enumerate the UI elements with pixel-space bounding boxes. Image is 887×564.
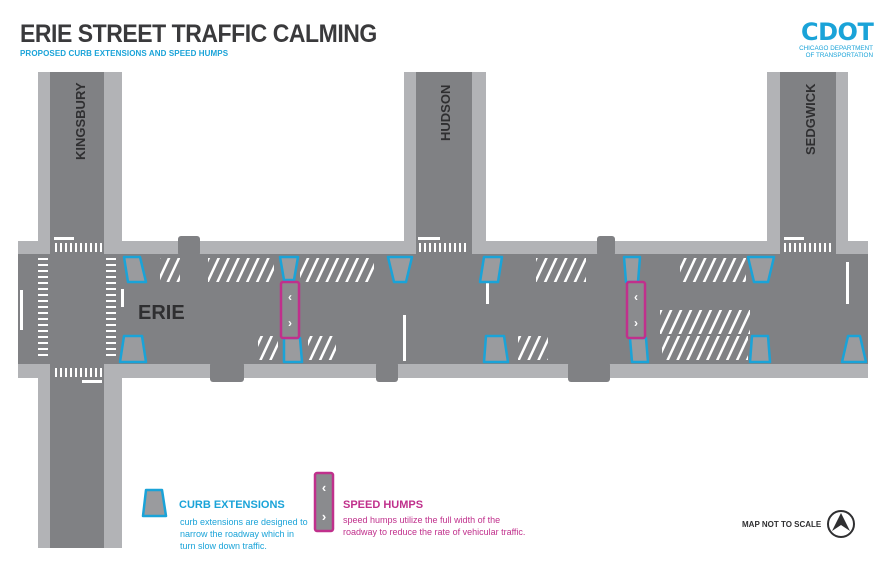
svg-text:›: ›: [288, 316, 292, 330]
logo-tagline: CHICAGO DEPARTMENT OF TRANSPORTATION: [799, 45, 873, 59]
curb-extension: [386, 255, 414, 284]
curb-extension: [628, 336, 650, 364]
page-subtitle: PROPOSED CURB EXTENSIONS AND SPEED HUMPS: [20, 49, 229, 58]
curb-extensions: [118, 255, 868, 364]
bumpout: [597, 236, 615, 256]
bumpout: [210, 362, 244, 382]
logo-tagline-line2: OF TRANSPORTATION: [805, 52, 873, 59]
legend-curb-text: curb extensions are designed to narrow t…: [180, 517, 308, 551]
logo-wordmark: CDOT: [801, 18, 874, 46]
curb-extension: [118, 334, 148, 364]
parking-hatch: [160, 258, 750, 360]
legend-curb-title: CURB EXTENSIONS: [179, 499, 285, 511]
speed-hump: [625, 280, 647, 340]
bumpout: [178, 236, 200, 256]
curb-extension: [748, 334, 772, 364]
road-hudson: [416, 72, 472, 262]
curb-extension: [482, 334, 510, 364]
street-label-hudson: HUDSON: [438, 85, 453, 141]
page-title: ERIE STREET TRAFFIC CALMING: [20, 20, 377, 48]
svg-text:‹: ‹: [288, 290, 292, 304]
bumpout: [376, 362, 398, 382]
curb-extension-icon: [141, 488, 168, 518]
street-label-erie: ERIE: [138, 302, 185, 324]
cdot-logo: CDOT CHICAGO DEPARTMENT OF TRANSPORTATIO…: [787, 18, 879, 64]
road-sedgwick: [780, 72, 836, 262]
svg-text:›: ›: [322, 509, 326, 524]
curb-extension: [478, 255, 504, 284]
speed-hump-icon: ‹ ›: [313, 471, 335, 533]
curb-extension: [746, 255, 776, 284]
svg-text:‹: ‹: [634, 290, 638, 304]
curb-extension: [282, 336, 304, 364]
svg-text:›: ›: [634, 316, 638, 330]
bumpout: [568, 362, 610, 382]
curb-extension: [840, 334, 868, 364]
curb-extension: [122, 255, 148, 284]
curb-extension: [622, 255, 642, 284]
north-arrow-icon: [827, 510, 855, 538]
speed-humps: ‹ › ‹ ›: [279, 280, 647, 340]
street-label-sedgwick: SEDGWICK: [803, 83, 818, 155]
street-label-kingsbury: KINGSBURY: [73, 82, 88, 160]
legend-speed-title: SPEED HUMPS: [343, 499, 424, 511]
scale-note: MAP NOT TO SCALE: [742, 520, 822, 529]
curb-extension: [278, 255, 300, 282]
svg-text:‹: ‹: [322, 480, 326, 495]
legend-speed-text: speed humps utilize the full width of th…: [343, 515, 526, 537]
speed-hump: [279, 280, 301, 340]
logo-tagline-line1: CHICAGO DEPARTMENT: [799, 45, 873, 52]
